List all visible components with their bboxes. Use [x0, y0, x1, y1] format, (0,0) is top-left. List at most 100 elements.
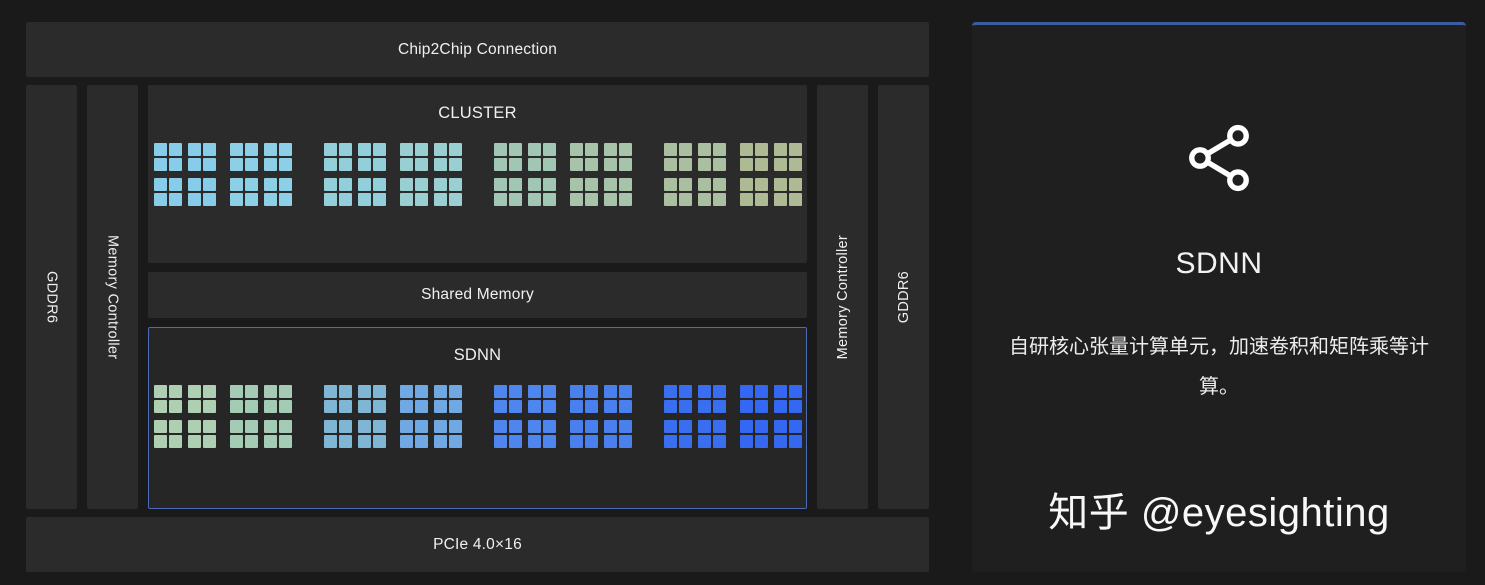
core-quadrant: [433, 420, 462, 448]
core-cell: [739, 420, 753, 433]
core-cell: [372, 143, 386, 156]
core-cell: [187, 385, 201, 398]
core-quadrant: [569, 420, 598, 448]
core-cell: [323, 435, 337, 448]
core-cell: [448, 400, 462, 413]
core-cell: [788, 420, 802, 433]
core-cell: [618, 158, 632, 171]
core-cell: [678, 143, 692, 156]
core-cell: [754, 435, 768, 448]
core-cell: [754, 400, 768, 413]
core-pair: [663, 385, 802, 448]
core-cell: [414, 178, 428, 191]
chip2chip-connection-bar: Chip2Chip Connection: [26, 22, 929, 77]
core-quadrant: [493, 385, 522, 413]
core-cell: [153, 435, 167, 448]
core-cell: [187, 178, 201, 191]
core-cell: [569, 385, 583, 398]
core-cell: [372, 193, 386, 206]
core-quadrant: [187, 143, 216, 171]
core-cell: [584, 420, 598, 433]
core-cell: [168, 193, 182, 206]
core-cell: [229, 158, 243, 171]
core-cell: [244, 435, 258, 448]
core-cell: [202, 143, 216, 156]
core-cell: [493, 420, 507, 433]
core-quadrant: [697, 385, 726, 413]
core-cell: [372, 420, 386, 433]
core-quadrant: [569, 385, 598, 413]
core-cell: [508, 143, 522, 156]
core-cell: [448, 143, 462, 156]
core-cell: [202, 158, 216, 171]
core-cell: [493, 385, 507, 398]
core-cell: [663, 385, 677, 398]
core-cell: [754, 178, 768, 191]
core-cell: [493, 143, 507, 156]
core-cell: [357, 178, 371, 191]
core-cell: [168, 420, 182, 433]
core-cell: [542, 385, 556, 398]
left-gddr6-column: GDDR6: [26, 85, 77, 509]
core-cell: [338, 143, 352, 156]
cluster-box: CLUSTER: [148, 85, 807, 263]
core-cell: [678, 193, 692, 206]
core-cell: [414, 143, 428, 156]
core-cell: [187, 400, 201, 413]
core-cell: [372, 178, 386, 191]
core-cell: [153, 178, 167, 191]
core-quadrant: [697, 143, 726, 171]
core-cell: [229, 143, 243, 156]
core-block: [739, 143, 802, 206]
core-cell: [433, 158, 447, 171]
core-pair: [323, 385, 462, 448]
core-cell: [788, 143, 802, 156]
core-cell: [618, 178, 632, 191]
core-cell: [663, 158, 677, 171]
core-cell: [278, 158, 292, 171]
core-quadrant: [153, 385, 182, 413]
core-quadrant: [399, 420, 428, 448]
core-quadrant: [739, 178, 768, 206]
core-cell: [584, 143, 598, 156]
core-cell: [168, 178, 182, 191]
core-cell: [323, 385, 337, 398]
core-pair: [153, 143, 292, 206]
core-cell: [773, 143, 787, 156]
core-cell: [278, 400, 292, 413]
core-cell: [244, 420, 258, 433]
core-block: [493, 143, 556, 206]
core-cell: [372, 435, 386, 448]
core-cell: [584, 158, 598, 171]
core-cell: [338, 400, 352, 413]
pcie-bar: PCIe 4.0×16: [26, 517, 929, 572]
core-cell: [508, 400, 522, 413]
right-gddr6-column: GDDR6: [878, 85, 929, 509]
core-cell: [712, 400, 726, 413]
cluster-core-array: [153, 143, 802, 206]
core-pair: [323, 143, 462, 206]
core-cell: [542, 420, 556, 433]
core-cell: [739, 400, 753, 413]
core-cell: [338, 435, 352, 448]
core-cell: [739, 435, 753, 448]
core-cell: [202, 435, 216, 448]
core-quadrant: [229, 143, 258, 171]
core-cell: [399, 178, 413, 191]
core-cell: [584, 178, 598, 191]
core-cell: [433, 178, 447, 191]
core-cell: [153, 143, 167, 156]
core-cell: [153, 385, 167, 398]
core-cell: [323, 193, 337, 206]
core-quadrant: [433, 178, 462, 206]
core-quadrant: [527, 178, 556, 206]
core-block: [229, 385, 292, 448]
core-cell: [153, 158, 167, 171]
right-memory-controller-label: Memory Controller: [834, 234, 851, 360]
core-quadrant: [433, 143, 462, 171]
core-pair: [493, 143, 632, 206]
core-cell: [773, 400, 787, 413]
core-cell: [788, 178, 802, 191]
core-cell: [244, 400, 258, 413]
core-quadrant: [229, 420, 258, 448]
